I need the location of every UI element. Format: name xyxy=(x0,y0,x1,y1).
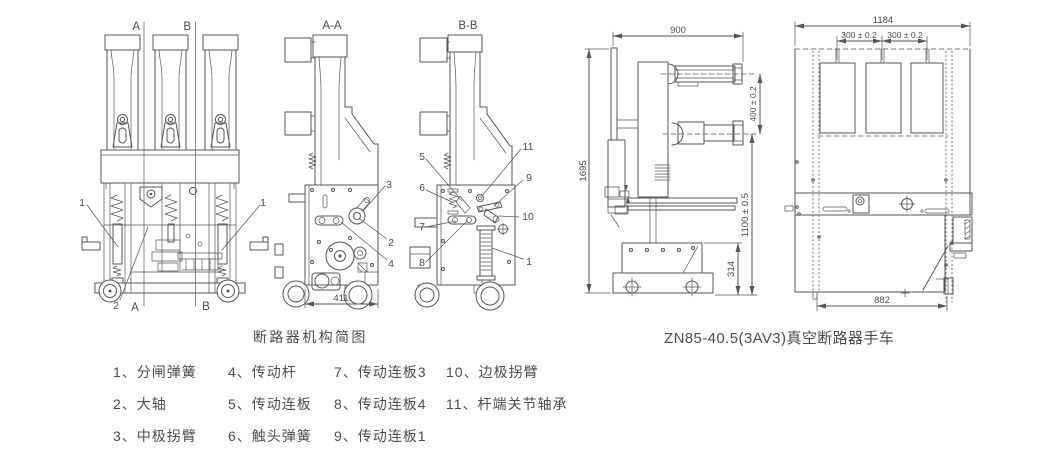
legend-item: 2、大轴 xyxy=(113,396,167,412)
rear-view-drawing: 1184 300 ± 0.2 300 ± 0.2 882 xyxy=(784,15,973,312)
section-aa-title: A-A xyxy=(322,20,342,32)
callout-10: 10 xyxy=(522,211,534,223)
legend-item: 4、传动杆 xyxy=(228,364,297,380)
dim-1695-label: 1695 xyxy=(578,160,589,181)
aa-mechanism-box xyxy=(304,184,379,291)
legend-item: 3、中极拐臂 xyxy=(113,428,197,444)
interlock-cluster xyxy=(604,185,630,228)
aa-callouts: 3 2 4 xyxy=(340,179,394,270)
callout-8: 8 xyxy=(419,257,425,269)
bb-wheels xyxy=(414,281,505,311)
callout-1-left: 1 xyxy=(79,197,85,209)
dim-1184-label: 1184 xyxy=(873,15,893,26)
bb-flanges xyxy=(419,37,451,136)
section-bb-title: B-B xyxy=(458,20,478,32)
legend-item: 5、传动连板 xyxy=(228,396,312,412)
legend-item: 11、杆端关节轴承 xyxy=(446,396,568,412)
legend-item: 1、分闸弹簧 xyxy=(113,364,197,380)
callout-11: 11 xyxy=(523,141,534,153)
legend-item: 9、传动连板1 xyxy=(334,428,427,444)
right-figure-caption: ZN85-40.5(3AV3)真空断路器手车 xyxy=(664,330,895,347)
center-spring xyxy=(164,194,178,243)
callout-1: 1 xyxy=(526,256,532,268)
section-label-b-top: B xyxy=(183,21,191,33)
callout-6: 6 xyxy=(419,182,425,194)
aa-left-stubs xyxy=(274,193,306,279)
left-figure-caption: 断路器机构简图 xyxy=(253,329,368,345)
dim-300-left-label: 300 ± 0.2 xyxy=(841,30,877,40)
side-structure xyxy=(607,47,671,208)
dim-400-label: 400 ± 0.2 xyxy=(748,86,758,122)
section-label-a-bottom: A xyxy=(131,302,139,314)
side-hooks xyxy=(81,236,269,251)
side-view-drawing: 900 1695 400 ± 0.2 1100 ± 0.5 314 xyxy=(578,25,763,297)
section-aa-drawing: A-A xyxy=(274,20,394,310)
dim-882-label: 882 xyxy=(874,295,890,306)
legend-item: 10、边极拐臂 xyxy=(446,364,539,380)
section-label-a-top: A xyxy=(132,21,140,33)
callout-5: 5 xyxy=(419,151,425,163)
side-dimensions: 900 1695 400 ± 0.2 1100 ± 0.5 314 xyxy=(578,25,763,296)
callout-4: 4 xyxy=(388,258,394,270)
callout-2: 2 xyxy=(388,237,394,249)
callout-1-right: 1 xyxy=(260,197,266,209)
wheels xyxy=(98,279,240,303)
dim-314-label: 314 xyxy=(726,261,737,277)
legend-item: 8、传动连板4 xyxy=(334,396,427,412)
pole-columns xyxy=(104,34,239,150)
section-label-b-bottom: B xyxy=(202,301,210,313)
callout-2: 2 xyxy=(113,300,119,312)
parts-legend: 1、分闸弹簧 4、传动杆 7、传动连板3 10、边极拐臂 2、大轴 5、传动连板… xyxy=(113,362,568,446)
dim-300-right-label: 300 ± 0.2 xyxy=(887,30,923,40)
section-bb-drawing: B-B xyxy=(409,20,534,311)
bb-column xyxy=(443,34,513,186)
rear-band-details xyxy=(784,194,950,214)
front-view-drawing: A B A B xyxy=(79,21,269,314)
center-mechanism xyxy=(139,186,223,272)
dim-411-label: 411 xyxy=(333,293,348,304)
lower-frame xyxy=(94,182,246,294)
legend-item: 6、触头弹簧 xyxy=(228,428,312,444)
opening-spring-left xyxy=(110,194,124,284)
rear-feet xyxy=(812,288,910,300)
upper-bushing-arm xyxy=(660,63,758,87)
bb-callouts: 5 6 7 8 11 9 10 1 xyxy=(419,141,534,269)
lower-bushing-arm xyxy=(662,120,758,146)
aa-flanges xyxy=(284,37,316,136)
callout-3: 3 xyxy=(386,179,392,191)
dim-1100-label: 1100 ± 0.5 xyxy=(740,193,751,237)
callout-7: 7 xyxy=(419,221,425,233)
callout-9: 9 xyxy=(526,172,532,184)
aa-column xyxy=(308,34,379,186)
front-callouts: 1 1 2 xyxy=(79,197,266,312)
aa-dimension-411: 411 xyxy=(304,288,379,309)
legend-item: 7、传动连板3 xyxy=(334,364,427,380)
rear-right-assembly xyxy=(922,216,973,295)
rear-outline xyxy=(794,48,973,303)
frame-box xyxy=(100,149,240,190)
dim-900-label: 900 xyxy=(670,25,686,36)
rear-dimensions: 1184 300 ± 0.2 300 ± 0.2 882 xyxy=(794,15,971,312)
rails-and-base xyxy=(612,196,738,297)
rear-poles xyxy=(819,48,944,134)
